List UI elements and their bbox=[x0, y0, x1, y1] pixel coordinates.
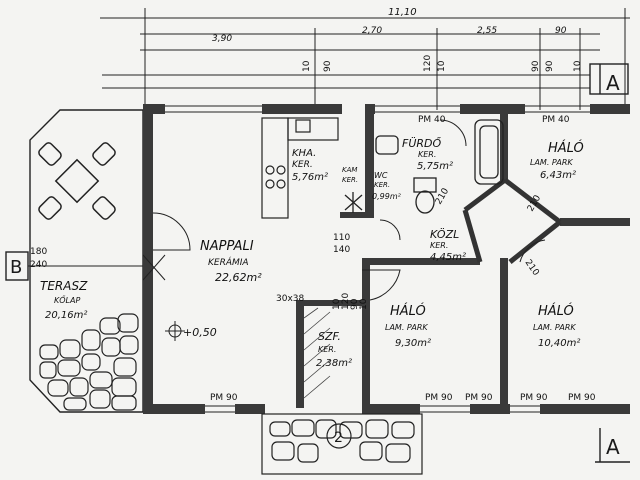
room-bathroom: FÜRDŐ KER. 5,75m² bbox=[402, 136, 453, 172]
room-wc: WC KER. 0,99m² bbox=[372, 171, 402, 201]
washbasin-icon bbox=[375, 135, 399, 155]
room-wardrobe-floor: KER. bbox=[318, 345, 336, 354]
room-bedroom3-floor: LAM. PARK bbox=[533, 323, 576, 332]
vmark-4: 10 bbox=[437, 60, 447, 72]
room-bedroom-1: HÁLÓ LAM. PARK 6,43m² bbox=[530, 140, 584, 181]
window-code-3: PM 90 bbox=[210, 393, 238, 403]
vmark-3: 120 bbox=[423, 55, 433, 72]
room-bedroom2-name: HÁLÓ bbox=[390, 303, 426, 319]
room-hall-name: KÖZL bbox=[430, 228, 459, 241]
misc-dim-110: 110 bbox=[333, 233, 350, 243]
room-pantry-name: KAM bbox=[342, 166, 357, 174]
wardrobe-hatch bbox=[303, 307, 331, 399]
misc-dim-10a: 10 bbox=[332, 298, 342, 310]
vmark-6: 90 bbox=[545, 60, 555, 72]
section-label-left: B bbox=[10, 257, 22, 278]
room-bedroom3-name: HÁLÓ bbox=[538, 303, 574, 319]
room-bedroom1-name: HÁLÓ bbox=[548, 140, 584, 156]
window-code-7: PM 90 bbox=[568, 393, 596, 403]
exterior-walls bbox=[143, 104, 630, 414]
door-swings bbox=[152, 119, 546, 301]
room-pantry-floor: KER. bbox=[342, 176, 358, 184]
misc-dim-90: 90 bbox=[350, 298, 360, 310]
stone-paving bbox=[39, 313, 139, 411]
room-bedroom2-area: 9,30m² bbox=[395, 338, 431, 349]
toilet-icon bbox=[413, 177, 437, 214]
room-kitchen-area: 5,76m² bbox=[292, 172, 328, 183]
room-wc-floor: KER. bbox=[374, 181, 390, 189]
left-mark-1: 180 bbox=[30, 247, 47, 257]
room-wc-area: 0,99m² bbox=[372, 192, 402, 201]
window-code-6: PM 90 bbox=[520, 393, 548, 403]
window-code-4: PM 90 bbox=[425, 393, 453, 403]
misc-dim-120: 120 bbox=[341, 293, 351, 310]
windows bbox=[165, 105, 590, 413]
room-hall-area: 4,45m² bbox=[430, 252, 466, 263]
bathtub-icon bbox=[474, 119, 504, 185]
section-label-bottom: A bbox=[606, 435, 620, 459]
hall-diagonal-walls bbox=[462, 178, 562, 264]
room-bedroom3-area: 10,40m² bbox=[538, 338, 580, 349]
room-terrace-floor: KŐLAP bbox=[54, 295, 80, 305]
terrace-table-icon bbox=[38, 142, 116, 220]
left-mark-2: 240 bbox=[30, 260, 47, 270]
elevation-marker-icon bbox=[165, 321, 185, 341]
room-bathroom-area: 5,75m² bbox=[417, 161, 453, 172]
section-marker-top bbox=[589, 63, 629, 95]
dimension-seg-1: 3,90 bbox=[212, 34, 232, 44]
top-dimension-chain bbox=[100, 8, 630, 110]
room-hall: KÖZL KER. 4,45m² bbox=[430, 228, 466, 263]
misc-dim-30x38: 30x38 bbox=[276, 294, 305, 304]
room-wardrobe-name: SZF. bbox=[318, 330, 341, 343]
vmark-1: 10 bbox=[302, 60, 312, 72]
room-wardrobe-area: 2,38m² bbox=[316, 358, 352, 369]
dimension-seg-4: 90 bbox=[555, 26, 567, 36]
room-kitchen: KHA. KER. 5,76m² bbox=[292, 148, 328, 183]
room-bedroom1-area: 6,43m² bbox=[540, 170, 576, 181]
vmark-2: 90 bbox=[323, 60, 333, 72]
room-living-floor: KERÁMIA bbox=[208, 256, 249, 268]
dimension-seg-2: 2,70 bbox=[362, 26, 382, 36]
misc-dim-10b: 10 bbox=[359, 298, 369, 310]
room-kitchen-floor: KER. bbox=[292, 160, 313, 170]
kitchen-counter bbox=[261, 117, 339, 219]
room-wardrobe: SZF. KER. 2,38m² bbox=[316, 330, 352, 369]
interior-walls bbox=[296, 112, 630, 408]
vmark-5: 90 bbox=[531, 60, 541, 72]
room-terrace: TERASZ KŐLAP 20,16m² bbox=[40, 279, 88, 321]
room-kitchen-name: KHA. bbox=[292, 148, 316, 159]
room-living-area: 22,62m² bbox=[215, 271, 262, 284]
window-code-5: PM 90 bbox=[465, 393, 493, 403]
room-wc-name: WC bbox=[374, 171, 388, 180]
vmark-7: 10 bbox=[573, 60, 583, 72]
dimension-seg-3: 2,55 bbox=[477, 26, 497, 36]
room-bathroom-name: FÜRDŐ bbox=[402, 136, 441, 150]
window-code-1: PM 40 bbox=[418, 115, 446, 125]
shower-icon bbox=[344, 192, 363, 213]
room-living-name: NAPPALI bbox=[200, 239, 254, 254]
elevation-value: +0,50 bbox=[183, 326, 217, 339]
room-terrace-area: 20,16m² bbox=[45, 310, 87, 321]
room-bathroom-floor: KER. bbox=[418, 150, 436, 159]
room-bedroom-3: HÁLÓ LAM. PARK 10,40m² bbox=[533, 303, 580, 349]
room-bedroom-2: HÁLÓ LAM. PARK 9,30m² bbox=[385, 303, 431, 349]
room-bedroom1-floor: LAM. PARK bbox=[530, 158, 573, 167]
room-living: NAPPALI KERÁMIA 22,62m² bbox=[200, 239, 262, 284]
room-hall-floor: KER. bbox=[430, 241, 448, 250]
total-dimension: 11,10 bbox=[388, 7, 417, 18]
section-marker-bottom bbox=[595, 428, 630, 463]
entrance-steps bbox=[261, 413, 423, 475]
room-pantry: KAM KER. bbox=[342, 166, 358, 184]
room-bedroom2-floor: LAM. PARK bbox=[385, 323, 428, 332]
terrace-section-line bbox=[28, 254, 166, 281]
step-label: 2 bbox=[334, 430, 343, 446]
room-terrace-name: TERASZ bbox=[40, 279, 88, 293]
section-label-top: A bbox=[606, 71, 620, 95]
misc-dim-140: 140 bbox=[333, 245, 350, 255]
window-code-2: PM 40 bbox=[542, 115, 570, 125]
